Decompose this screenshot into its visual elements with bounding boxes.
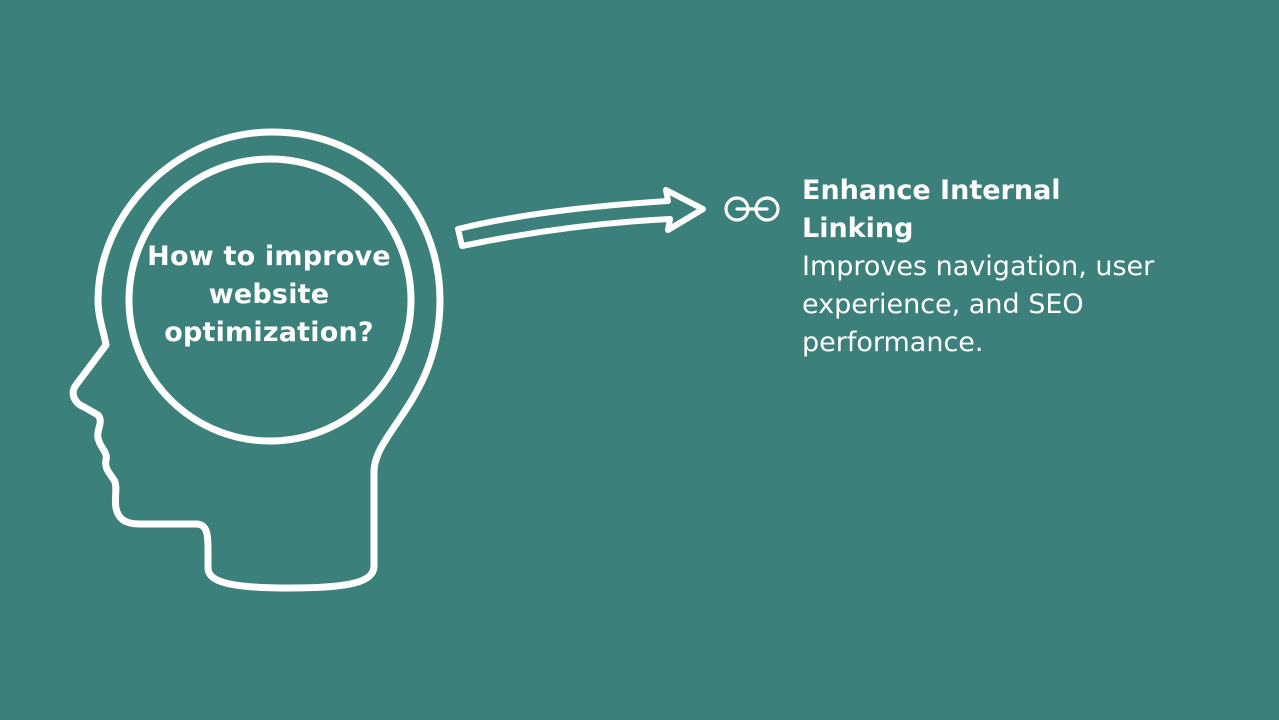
link-icon bbox=[724, 196, 780, 222]
thought-circle bbox=[125, 155, 415, 445]
connector-arrow bbox=[455, 187, 706, 249]
head-outline bbox=[69, 128, 444, 592]
item-card: Enhance Internal Linking Improves naviga… bbox=[802, 172, 1222, 362]
item-title: Enhance Internal Linking bbox=[802, 175, 1061, 244]
central-question: How to improve website optimization? bbox=[147, 241, 391, 348]
item-description: Improves navigation, user experience, an… bbox=[802, 251, 1155, 358]
